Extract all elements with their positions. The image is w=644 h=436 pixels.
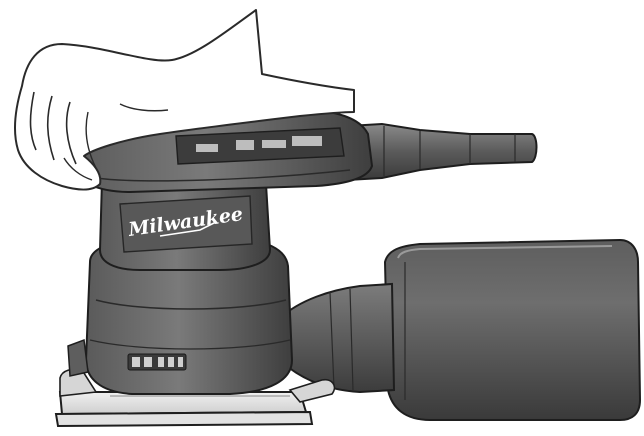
vent-slot [236, 140, 254, 150]
cord-strain-relief [347, 122, 538, 182]
vent-slot [292, 136, 322, 146]
dust-canister-icon [383, 238, 642, 421]
vent-slot [196, 144, 218, 152]
hand-gripping-icon [14, 9, 355, 191]
speed-indicator-icon [127, 353, 187, 371]
vent-slot [262, 140, 286, 148]
sanding-base-plate [54, 368, 336, 428]
dust-port-tube [278, 282, 396, 394]
